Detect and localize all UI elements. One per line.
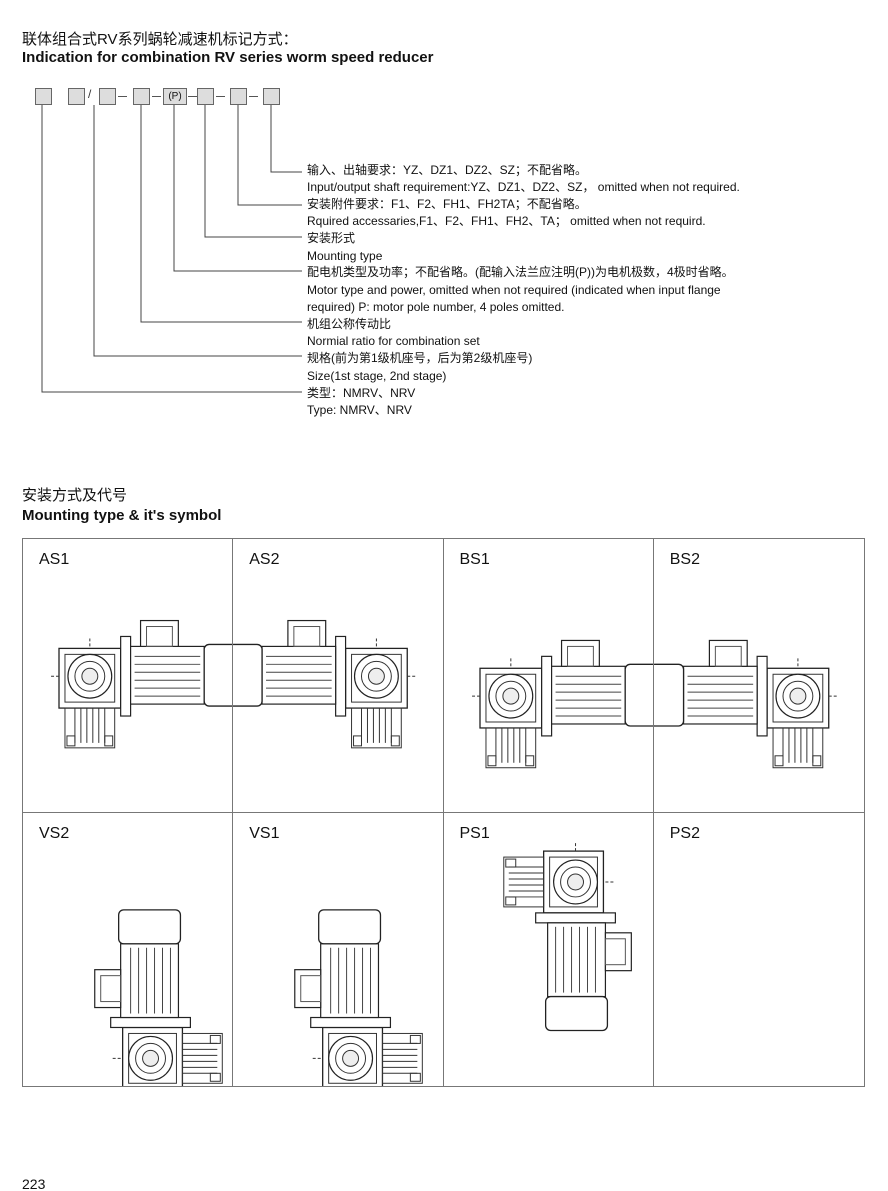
code-box-type (35, 88, 52, 105)
mounting-cell-as1: AS1 (23, 539, 234, 813)
title-cn: 联体组合式RV系列蜗轮减速机标记方式： (22, 31, 298, 48)
desc-shaft-en: Input/output shaft requirement:YZ、DZ1、DZ… (307, 180, 740, 194)
reducer-drawing-ps1 (502, 841, 632, 1031)
mounting-cell-bs2: BS2 (653, 539, 864, 813)
mounting-cell-bs1: BS1 (443, 539, 654, 813)
mounting-label: AS2 (249, 551, 280, 568)
title-en: Indication for combination RV series wor… (22, 49, 434, 66)
reducer-drawing-as1 (50, 619, 233, 749)
dash (118, 96, 127, 97)
reducer-drawing-vs1 (294, 908, 424, 1086)
dash (249, 96, 258, 97)
desc-size-en: Size(1st stage, 2nd stage) (307, 369, 447, 383)
desc-mounting-cn: 安装形式 (307, 231, 356, 245)
desc-shaft-cn: 输入、出轴要求：YZ、DZ1、DZ2、SZ；不配省略。 (307, 163, 588, 177)
code-box-size2 (99, 88, 116, 105)
desc-motor-en-1: Motor type and power, omitted when not r… (307, 283, 721, 297)
page-number: 223 (22, 1176, 46, 1191)
desc-accessories-cn: 安装附件要求：F1、F2、FH1、FH2TA；不配省略。 (307, 197, 587, 211)
mounting-cell-as2: AS2 (233, 539, 444, 813)
dash (216, 96, 225, 97)
section2-title-cn: 安装方式及代号 (22, 487, 128, 504)
dash (188, 96, 197, 97)
code-box-shaft (263, 88, 280, 105)
mounting-label: PS1 (459, 824, 490, 842)
mounting-cell-vs2: VS2 (23, 812, 234, 1086)
mounting-cell-ps2: PS2 (654, 813, 864, 1087)
code-box-ratio (133, 88, 150, 105)
desc-size-cn: 规格(前为第1级机座号，后为第2级机座号) (307, 351, 533, 365)
code-box-accessories (230, 88, 247, 105)
mounting-label: BS2 (669, 551, 700, 568)
desc-type-en: Type: NMRV、NRV (307, 403, 412, 417)
reducer-drawing-bs1 (470, 639, 653, 769)
mounting-cell-vs1: VS1 (233, 812, 444, 1086)
mounting-label: BS1 (459, 551, 490, 568)
reducer-drawing-ps2 (654, 813, 864, 1087)
desc-ratio-en: Normial ratio for combination set (307, 334, 480, 348)
code-box-size1 (68, 88, 85, 105)
desc-motor-en-2: required) P: motor pole number, 4 poles … (307, 300, 565, 314)
code-box-motor: (P) (163, 88, 187, 105)
desc-type-cn: 类型：NMRV、NRV (307, 386, 416, 400)
reducer-drawing-vs2 (94, 908, 223, 1086)
section2-title-en: Mounting type & it's symbol (22, 507, 222, 524)
desc-ratio-cn: 机组公称传动比 (307, 317, 392, 331)
mounting-label: PS2 (669, 824, 700, 842)
mounting-label: AS1 (39, 551, 70, 568)
reducer-drawing-bs2 (653, 639, 838, 769)
desc-motor-cn: 配电机类型及功率；不配省略。(配输入法兰应注明(P))为电机极数，4极时省略。 (307, 265, 734, 279)
code-box-mounting (197, 88, 214, 105)
mounting-label: VS2 (39, 824, 70, 842)
desc-mounting-en: Mounting type (307, 249, 383, 263)
mounting-cell-ps1: PS1 (444, 812, 654, 1086)
desc-accessories-en: Rquired accessaries,F1、F2、FH1、FH2、TA； om… (307, 214, 706, 228)
dash (152, 96, 161, 97)
code-slash: / (88, 87, 92, 101)
reducer-drawing-as2 (233, 619, 417, 749)
mounting-label: VS1 (249, 824, 280, 842)
leader-lines (41, 105, 302, 393)
